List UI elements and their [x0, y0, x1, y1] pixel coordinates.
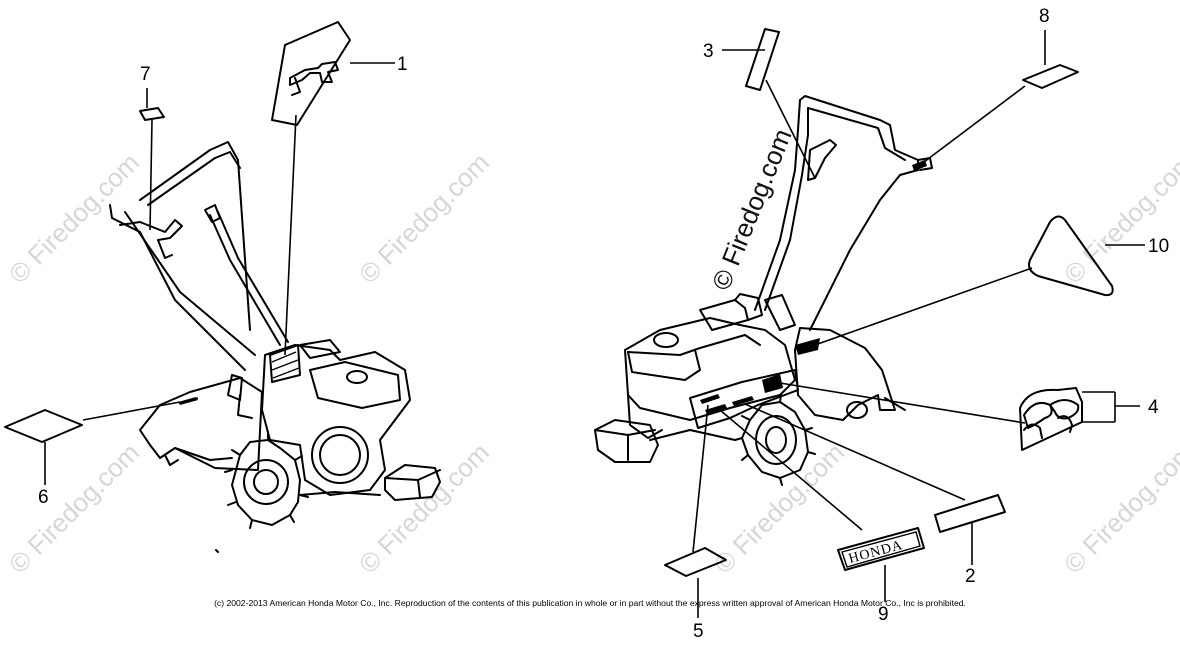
- callout-2: 2: [965, 566, 976, 587]
- watermark: © Firedog.com: [3, 147, 145, 289]
- callout-numbers: 1 2 3 4 5 6 7 8 9 10: [38, 6, 1169, 642]
- watermark: © Firedog.com: [353, 147, 495, 289]
- decal-part-3: [745, 28, 780, 91]
- callout-3: 3: [703, 41, 714, 62]
- decal-part-5: [664, 547, 727, 577]
- callout-7: 7: [140, 64, 151, 85]
- callout-6: 6: [38, 487, 49, 508]
- decal-part-2: [934, 494, 1006, 533]
- decal-part-9: HONDA: [837, 527, 925, 571]
- decal-part-1: [271, 21, 351, 126]
- wheel-right: [734, 394, 816, 486]
- watermark: © Firedog.com: [1058, 147, 1180, 289]
- copyright-notice: (c) 2002-2013 American Honda Motor Co., …: [214, 598, 966, 608]
- decal-part-10: [1028, 215, 1114, 297]
- callout-8: 8: [1039, 6, 1050, 27]
- wheel-left: [224, 431, 309, 529]
- watermark: © Firedog.com: [353, 437, 495, 579]
- decal-part-4: [1019, 387, 1083, 451]
- callout-1: 1: [397, 54, 408, 75]
- leader-lines: [44, 30, 1145, 618]
- watermark: © Firedog.com: [3, 437, 145, 579]
- callout-10: 10: [1148, 236, 1169, 257]
- tiller-right-view: [594, 95, 933, 486]
- callout-9: 9: [878, 604, 889, 625]
- callout-4: 4: [1148, 397, 1159, 418]
- decal-part-8: [1022, 64, 1079, 89]
- watermark: © Firedog.com: [708, 437, 850, 579]
- callout-5: 5: [693, 621, 704, 642]
- watermark: © Firedog.com: [1058, 437, 1180, 579]
- watermark-center: © Firedog.com: [706, 125, 798, 295]
- watermarks: © Firedog.com © Firedog.com © Firedog.co…: [3, 125, 1180, 580]
- decal-part-6: [4, 409, 83, 443]
- decal-part-7: [139, 107, 165, 121]
- tiller-left-view: [109, 141, 441, 553]
